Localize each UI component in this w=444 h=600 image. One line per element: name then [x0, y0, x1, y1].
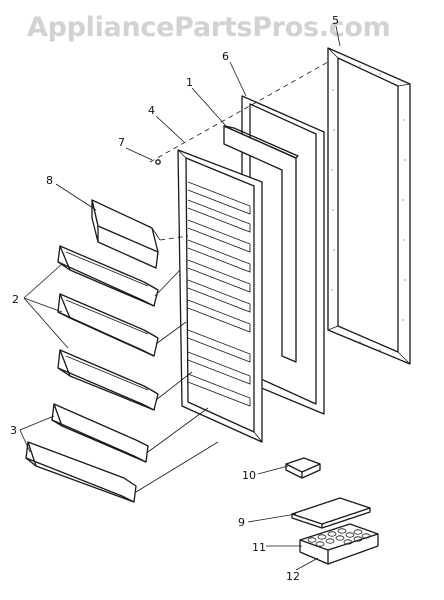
ice-tray-cover [291, 497, 371, 529]
assembly-lines [149, 61, 329, 241]
door-bin-3 [57, 349, 193, 411]
callout-8: 8 [46, 174, 53, 187]
callout-12: 12 [286, 570, 300, 583]
callout-11: 11 [252, 541, 266, 554]
lower-bin-1 [51, 403, 209, 463]
callout-2: 2 [12, 293, 19, 306]
callout-9: 9 [238, 516, 245, 529]
liner-shelf-ribs [187, 181, 251, 407]
callout-4: 4 [148, 104, 155, 117]
callout-6: 6 [222, 50, 229, 63]
callout-3: 3 [10, 424, 17, 437]
inner-door-liner [177, 149, 263, 443]
callout-10: 10 [242, 469, 256, 482]
screw [155, 159, 161, 165]
leader-lines [19, 25, 341, 571]
callout-labels: 5 6 1 4 7 8 2 3 10 9 11 12 [10, 14, 339, 583]
door-bin-1 [57, 245, 181, 307]
watermark: AppliancePartsPros.com [27, 12, 391, 43]
callout-1: 1 [186, 76, 193, 89]
callout-7: 7 [118, 136, 125, 149]
lower-bin-2 [25, 441, 219, 503]
door-bin-2 [57, 293, 187, 357]
small-tray [285, 457, 321, 479]
callout-5: 5 [332, 14, 339, 27]
outer-door-panel [327, 47, 411, 365]
dairy-compartment [91, 199, 161, 269]
ice-tray [299, 523, 379, 565]
panel-texture [331, 65, 406, 351]
breaker-strip [223, 125, 299, 363]
ice-cube-cells [307, 528, 371, 547]
